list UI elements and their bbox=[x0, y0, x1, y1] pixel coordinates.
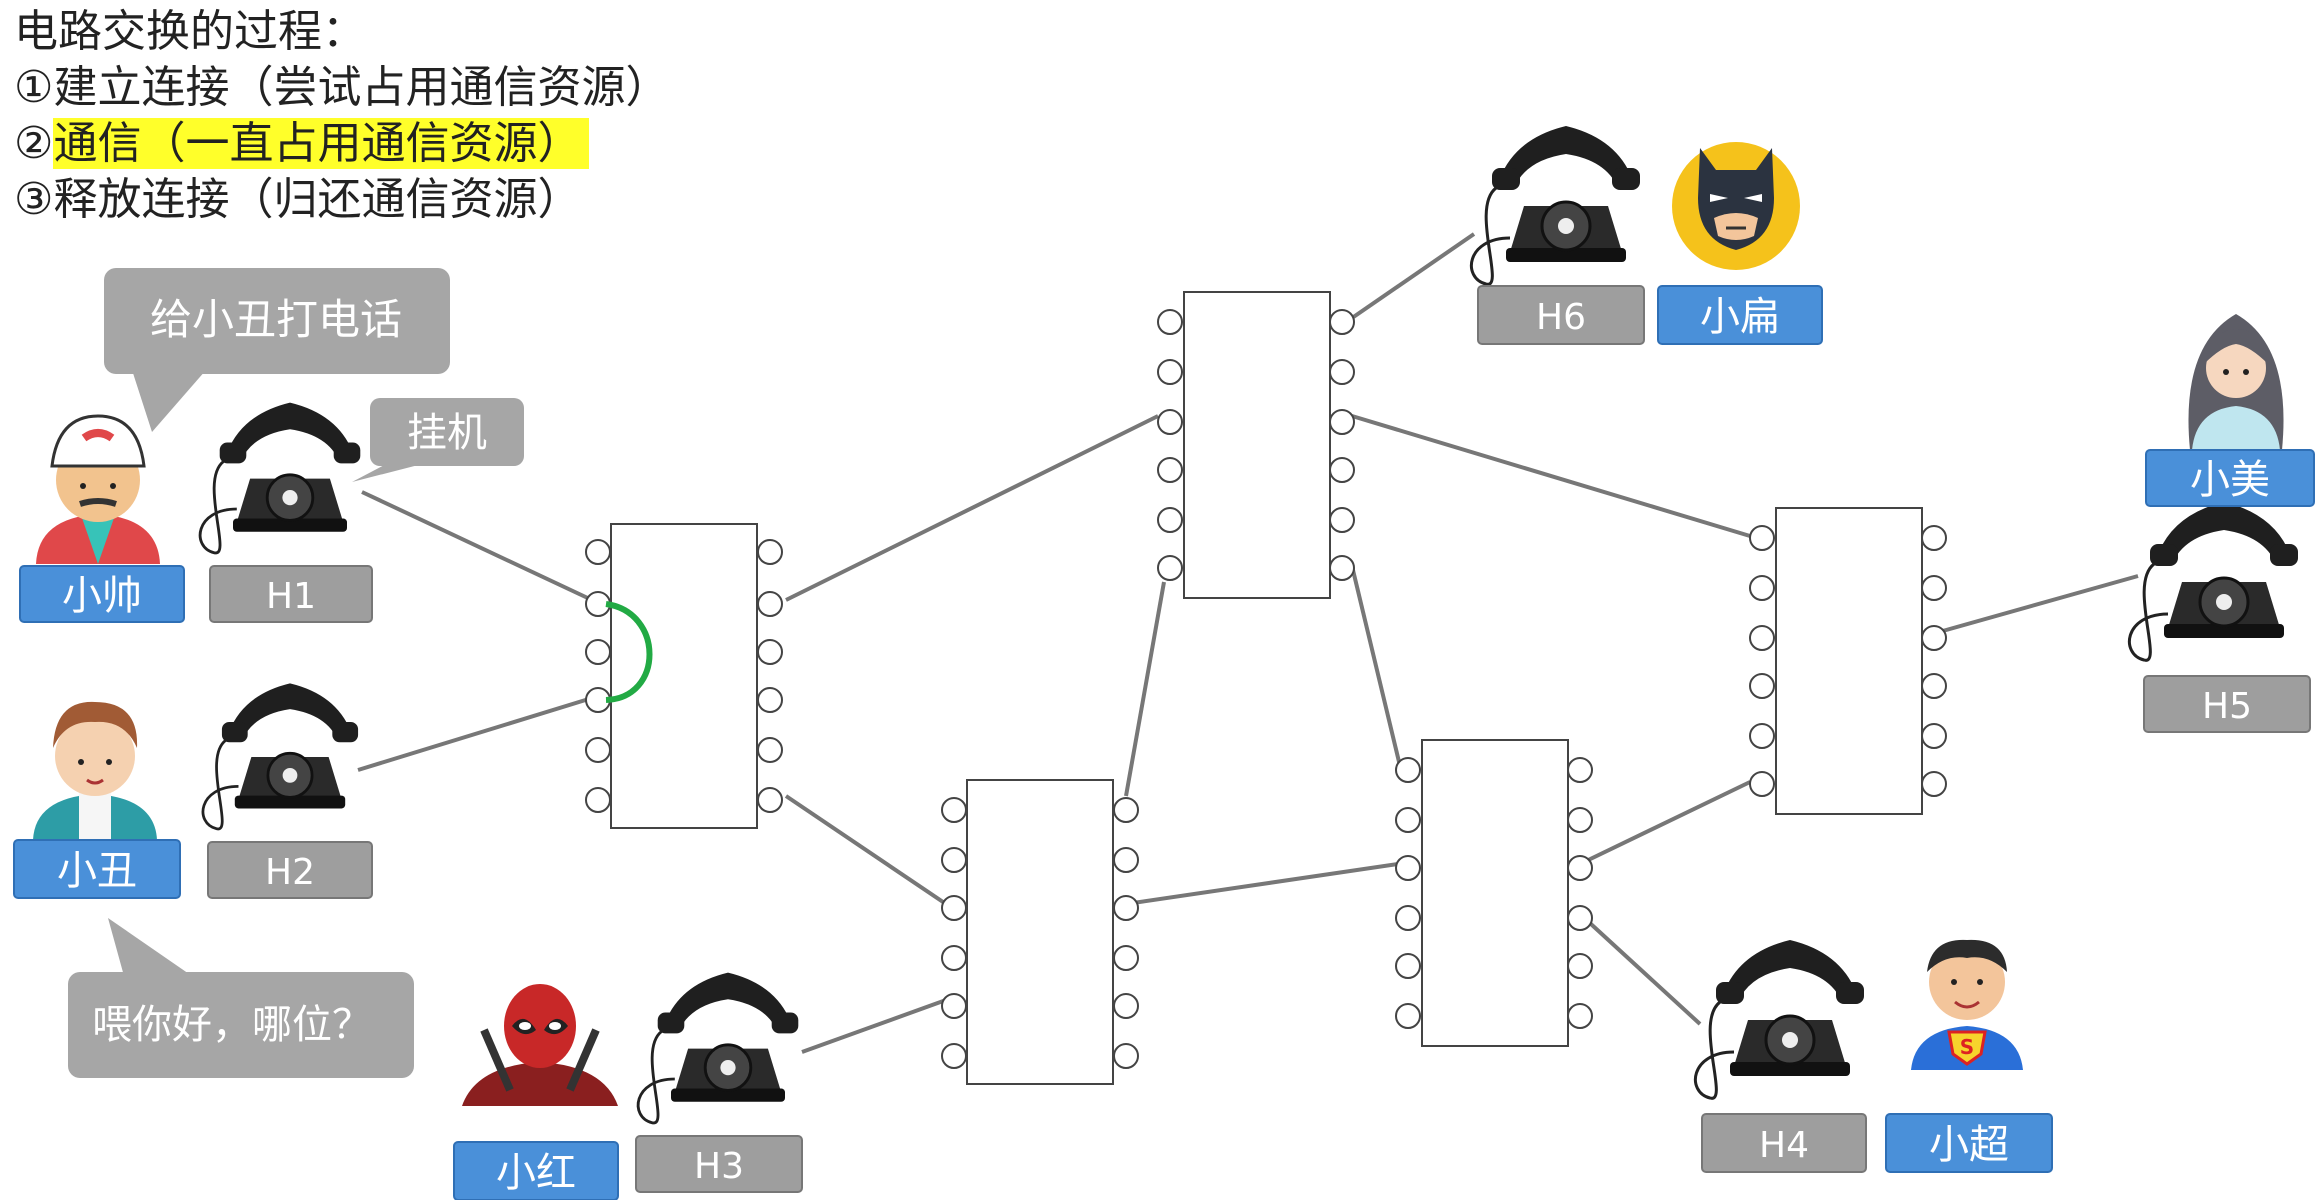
switch-4 bbox=[1395, 739, 1593, 1047]
link-s3-s5 bbox=[1351, 414, 1751, 538]
user-label-h4: 小超 bbox=[1885, 1113, 2053, 1173]
link-s4-h4 bbox=[1578, 912, 1702, 1026]
link-s1-s3 bbox=[785, 414, 1159, 602]
svg-text:S: S bbox=[1960, 1035, 1974, 1059]
link-s5-h5 bbox=[1931, 574, 2139, 636]
host-label-h3-text: H3 bbox=[694, 1146, 744, 1187]
deadpool-avatar bbox=[462, 984, 618, 1106]
boy-avatar bbox=[33, 701, 157, 840]
phone-h6-icon bbox=[1469, 124, 1642, 286]
steps-list: 电路交换的过程： ①建立连接（尝试占用通信资源） ②通信（一直占用通信资源） ③… bbox=[14, 4, 669, 228]
host-label-h3: H3 bbox=[635, 1135, 803, 1193]
link-s2-s3a bbox=[1124, 581, 1166, 797]
user-label-h2: 小丑 bbox=[13, 839, 181, 899]
host-label-h4-text: H4 bbox=[1759, 1125, 1809, 1166]
hangup-bubble-text: 挂机 bbox=[407, 410, 487, 456]
link-s3-s4 bbox=[1350, 565, 1402, 767]
user-label-h1: 小帅 bbox=[19, 565, 185, 623]
links bbox=[357, 232, 2139, 1054]
superman-avatar: S bbox=[1911, 939, 2023, 1070]
user-label-h1-text: 小帅 bbox=[62, 573, 142, 619]
link-h3 bbox=[801, 998, 947, 1054]
link-h1 bbox=[361, 490, 593, 602]
user-label-h4-text: 小超 bbox=[1929, 1122, 2009, 1168]
switch-3 bbox=[1157, 291, 1355, 599]
cap-boy-avatar bbox=[36, 414, 160, 564]
link-s3-h6 bbox=[1350, 232, 1476, 320]
girl-avatar bbox=[2188, 314, 2284, 450]
step-3-num: ③ bbox=[14, 174, 54, 225]
switch-1 bbox=[585, 523, 783, 829]
host-label-h1: H1 bbox=[209, 565, 373, 623]
phone-h1-icon bbox=[198, 401, 362, 555]
link-s1-s2 bbox=[784, 794, 948, 906]
link-h2 bbox=[357, 696, 593, 772]
host-label-h2-text: H2 bbox=[265, 852, 315, 893]
hangup-bubble: 挂机 bbox=[352, 398, 524, 482]
host-label-h1-text: H1 bbox=[266, 576, 316, 617]
step-2-text: 通信（一直占用通信资源） bbox=[53, 118, 590, 169]
step-1: ①建立连接（尝试占用通信资源） bbox=[14, 60, 669, 116]
host-label-h6: H6 bbox=[1477, 285, 1645, 345]
phone-h2-icon bbox=[201, 681, 360, 831]
user-label-h6: 小扁 bbox=[1657, 285, 1823, 345]
switch-2 bbox=[941, 779, 1139, 1085]
user-label-h5: 小美 bbox=[2145, 449, 2315, 507]
step-1-num: ① bbox=[14, 62, 54, 113]
host-label-h2: H2 bbox=[207, 841, 373, 899]
host-label-h4: H4 bbox=[1701, 1113, 1867, 1173]
steps-title: 电路交换的过程： bbox=[14, 6, 366, 57]
step-2: ②通信（一直占用通信资源） bbox=[14, 116, 669, 172]
user-label-h5-text: 小美 bbox=[2190, 457, 2270, 503]
link-s2-s4 bbox=[1125, 862, 1399, 906]
answer-bubble: 喂你好，哪位？ bbox=[68, 918, 414, 1078]
host-label-h5: H5 bbox=[2143, 675, 2311, 733]
call-bubble: 给小丑打电话 bbox=[104, 268, 450, 432]
call-bubble-text: 给小丑打电话 bbox=[150, 295, 402, 344]
user-label-h3-text: 小红 bbox=[496, 1150, 576, 1196]
step-3-text: 释放连接（归还通信资源） bbox=[53, 174, 582, 225]
phone-h3-icon bbox=[636, 971, 800, 1125]
phone-h5-icon bbox=[2127, 500, 2300, 662]
host-label-h5-text: H5 bbox=[2202, 686, 2252, 727]
step-3: ③释放连接（归还通信资源） bbox=[14, 172, 669, 228]
step-2-num: ② bbox=[14, 118, 54, 169]
active-circuit bbox=[605, 601, 653, 703]
step-1-text: 建立连接（尝试占用通信资源） bbox=[53, 62, 670, 113]
answer-bubble-text: 喂你好，哪位？ bbox=[92, 1002, 372, 1048]
switch-5 bbox=[1749, 507, 1947, 815]
phone-h4-icon bbox=[1693, 938, 1866, 1100]
user-label-h3: 小红 bbox=[453, 1141, 619, 1200]
user-label-h6-text: 小扁 bbox=[1700, 294, 1780, 340]
batman-avatar bbox=[1672, 142, 1800, 270]
user-label-h2-text: 小丑 bbox=[57, 848, 137, 894]
host-label-h6-text: H6 bbox=[1536, 297, 1586, 338]
link-s4-s5 bbox=[1579, 780, 1751, 866]
